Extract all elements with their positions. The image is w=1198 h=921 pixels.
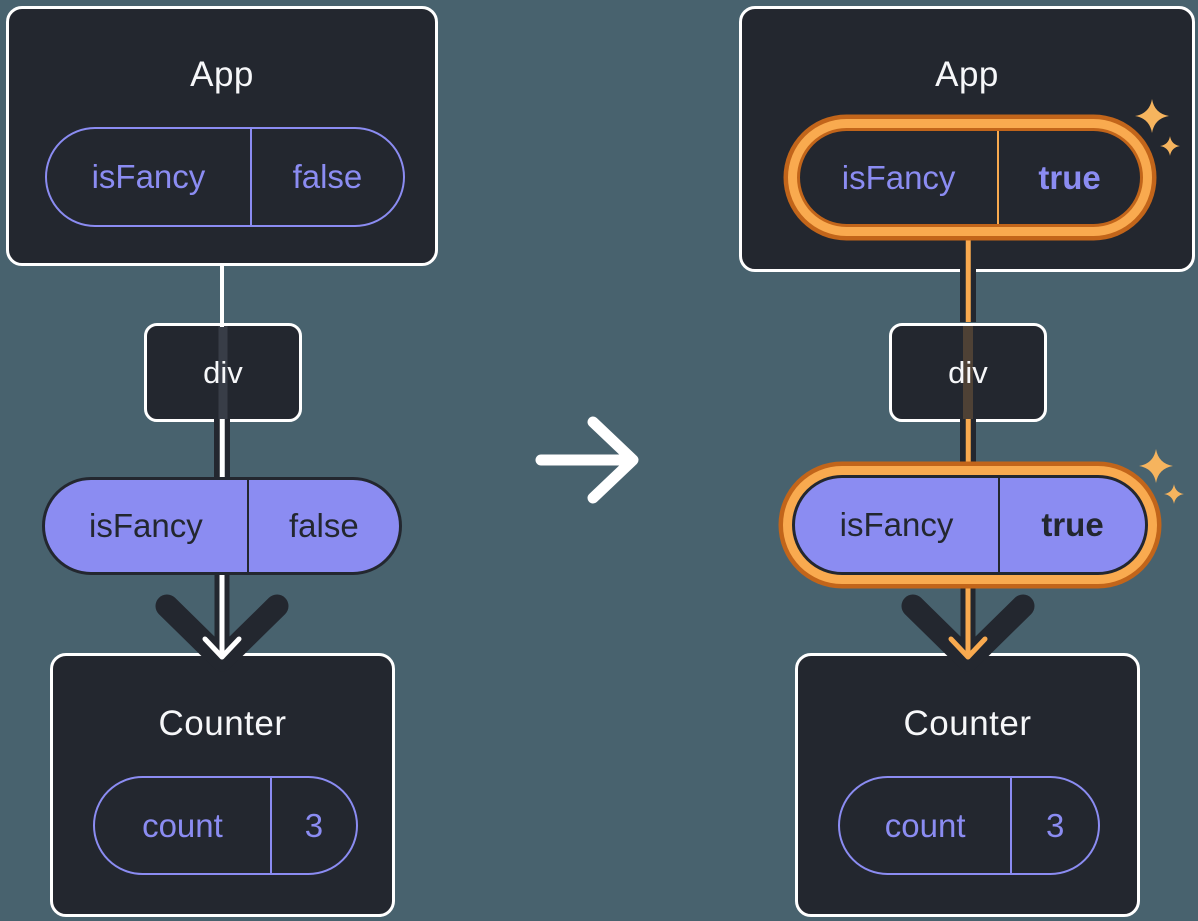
connector-core: [219, 419, 225, 481]
sparkles-icon: [1135, 99, 1180, 156]
before-app-to-div-connector: [220, 263, 224, 327]
after-app-prop-pill-highlighted: isFancy true: [797, 128, 1143, 227]
prop-name: isFancy: [91, 158, 206, 195]
prop-value: false: [249, 129, 403, 225]
after-counter-card: Counter count 3: [795, 653, 1140, 917]
before-counter-title: Counter: [158, 704, 287, 743]
state-value: 3: [269, 778, 356, 873]
before-counter-state-pill: count 3: [93, 776, 358, 875]
after-counter-title: Counter: [903, 704, 1032, 743]
after-app-to-div-connector: [960, 238, 976, 322]
after-passed-prop-pill-highlighted: isFancy true: [792, 475, 1148, 575]
prop-value: true: [998, 478, 1145, 572]
transition-right-arrow-icon: [535, 416, 639, 504]
state-value: 3: [1010, 778, 1098, 873]
after-div-to-prop-connector: [960, 419, 976, 481]
before-passed-prop-pill: isFancy false: [42, 477, 402, 575]
connector-core: [965, 419, 971, 481]
connector-shadow: [218, 326, 228, 419]
before-div-to-prop-connector: [214, 419, 230, 481]
sparkles-icon: [1139, 449, 1184, 504]
before-app-prop-pill: isFancy false: [45, 127, 405, 227]
before-app-title: App: [190, 55, 254, 94]
after-div-node: div: [889, 323, 1047, 422]
after-app-title: App: [935, 55, 999, 94]
before-app-card: App isFancy false: [6, 6, 438, 266]
before-counter-card: Counter count 3: [50, 653, 395, 917]
after-counter-state-pill: count 3: [838, 776, 1100, 875]
prop-value: true: [997, 131, 1140, 224]
state-name: count: [884, 806, 966, 844]
prop-name: isFancy: [89, 507, 203, 544]
after-div-label: div: [948, 354, 988, 390]
prop-value: false: [246, 480, 399, 572]
connector-core: [965, 238, 971, 322]
state-name: count: [142, 806, 223, 844]
connector-shadow: [963, 326, 973, 419]
after-down-arrow-icon: [901, 572, 1035, 672]
prop-name: isFancy: [839, 506, 954, 543]
before-div-label: div: [203, 354, 243, 390]
before-down-arrow-icon: [155, 572, 289, 672]
prop-name: isFancy: [841, 158, 956, 196]
before-div-node: div: [144, 323, 302, 422]
